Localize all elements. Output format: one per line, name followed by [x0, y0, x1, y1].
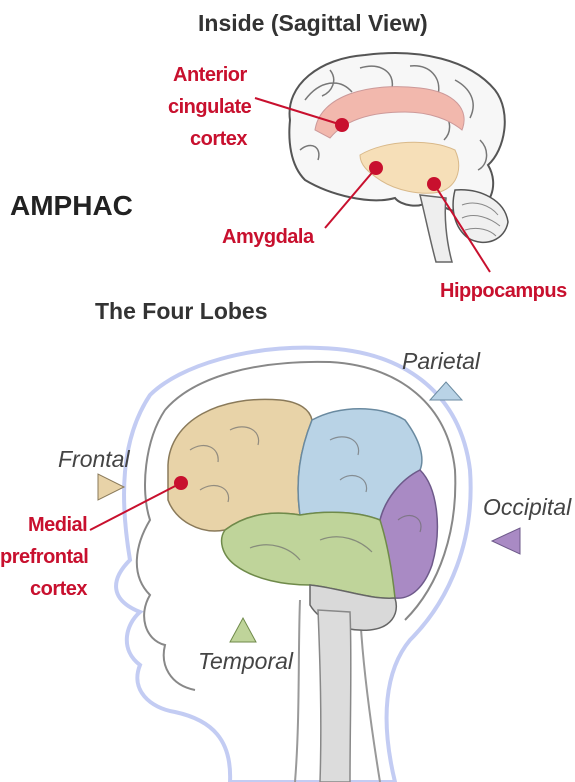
- label-parietal: Parietal: [402, 348, 480, 375]
- head-figure: [116, 348, 471, 782]
- label-amygdala: Amygdala: [222, 224, 314, 250]
- temporal-marker: [230, 618, 256, 642]
- pointer-dot-amygdala: [369, 161, 383, 175]
- sagittal-title: Inside (Sagittal View): [198, 10, 428, 37]
- label-anterior-cingulate-line3: cortex: [190, 126, 247, 152]
- label-medial-prefrontal-line3: cortex: [30, 576, 87, 602]
- frontal-lobe: [168, 399, 312, 531]
- temporal-lobe: [222, 512, 395, 598]
- acronym: AMPHAC: [10, 190, 133, 222]
- lobes-title: The Four Lobes: [95, 298, 268, 325]
- label-anterior-cingulate-line1: Anterior: [173, 62, 247, 88]
- pointer-dot-hippocampus: [427, 177, 441, 191]
- label-medial-prefrontal-line1: Medial: [28, 512, 87, 538]
- label-occipital: Occipital: [483, 494, 571, 521]
- label-frontal: Frontal: [58, 446, 130, 473]
- pointer-dot-prefrontal: [174, 476, 188, 490]
- label-temporal: Temporal: [198, 648, 293, 675]
- pointer-dot-cingulate: [335, 118, 349, 132]
- frontal-marker: [98, 474, 124, 500]
- label-hippocampus: Hippocampus: [440, 278, 567, 304]
- brainstem-lower: [318, 610, 351, 782]
- label-anterior-cingulate-line2: cingulate: [168, 94, 251, 120]
- occipital-marker: [492, 528, 520, 554]
- label-medial-prefrontal-line2: prefrontal: [0, 544, 88, 570]
- sagittal-brain: [289, 53, 508, 262]
